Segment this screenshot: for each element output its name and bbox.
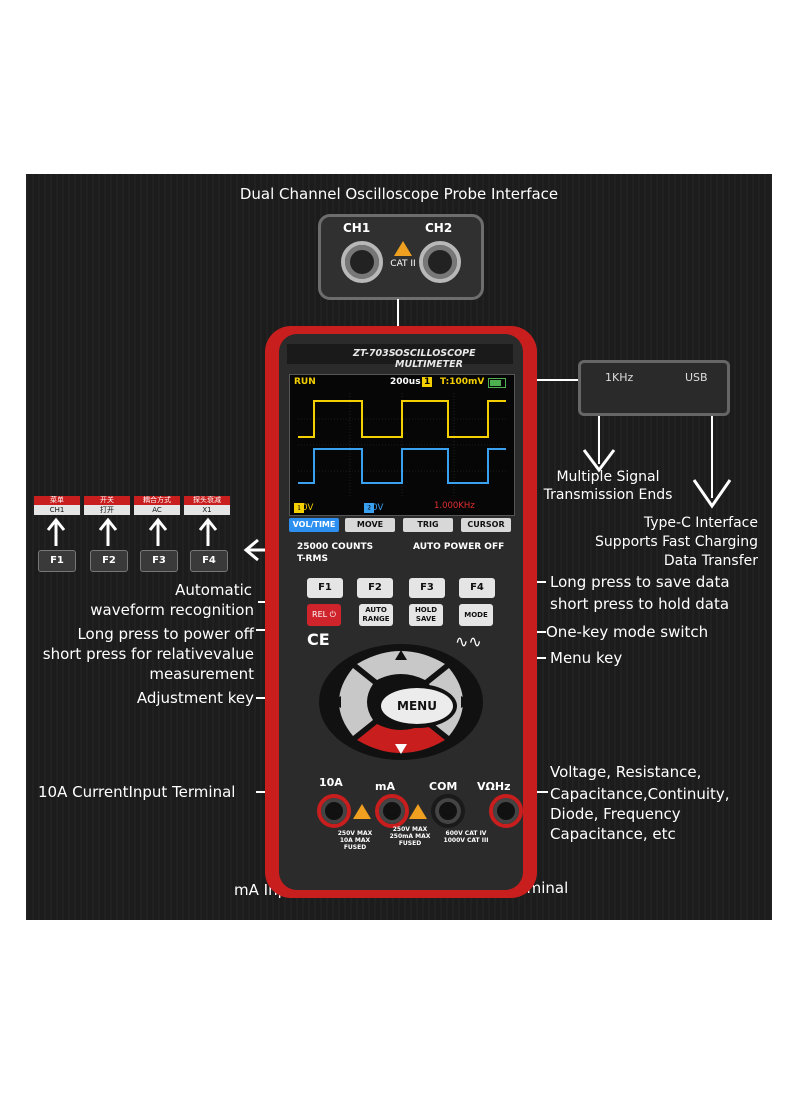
ch1-label: CH1 [343, 221, 371, 235]
trms-label: T-RMS [297, 554, 328, 564]
voltage-terminal[interactable] [489, 794, 523, 828]
model-bar: ZT-703S OSCILLOSCOPE MULTIMETER [287, 344, 513, 370]
terminal-v-label: VΩHz [477, 780, 511, 793]
down-arrow-icon [395, 744, 407, 754]
volt-label-1: Voltage, Resistance, [550, 763, 702, 781]
khz-label: 1KHz [605, 371, 634, 384]
fkey-f3-illustration: F3 [140, 550, 178, 572]
warning-icon [394, 241, 412, 256]
adjust-key-label: Adjustment key [136, 689, 254, 707]
relative-label-2: measurement [149, 665, 254, 683]
cat-rating: 600V CAT IV 1000V CAT III [443, 830, 489, 844]
right-arrow-icon [461, 696, 471, 708]
current-input-label: 10A CurrentInput Terminal [38, 783, 236, 801]
up-arrow-icon [395, 650, 407, 660]
auto-label-1: Automatic [175, 581, 252, 599]
usb-port-panel: 1KHz USB [578, 360, 730, 416]
volt-label-3: Diode, Frequency [550, 805, 681, 823]
left-key [339, 668, 373, 736]
typec-label-3: Data Transfer [663, 553, 758, 569]
fuse-rating-10a: 250V MAX 10A MAX FUSED [337, 830, 373, 851]
fkey-f4-illustration: F4 [190, 550, 228, 572]
auto-range-button[interactable]: AUTO RANGE [359, 604, 393, 626]
navigation-pad: MENU [317, 642, 485, 762]
10a-terminal[interactable] [317, 794, 351, 828]
save-label: Long press to save data [550, 573, 730, 591]
up-key [357, 651, 445, 680]
mode-button[interactable]: MODE [459, 604, 493, 626]
rel-power-button[interactable]: REL ⏻ [307, 604, 341, 626]
auto-label-2: waveform recognition [90, 601, 254, 619]
multiple-signal-label: Multiple Signal [556, 469, 660, 485]
mode-switch-label: One-key mode switch [546, 623, 709, 641]
ma-terminal[interactable] [375, 794, 409, 828]
ch2-jack [419, 241, 461, 283]
status-bar: RUN 200us 1 T:100mV [290, 375, 514, 391]
f1-button[interactable]: F1 [307, 578, 343, 598]
terminal-com-label: COM [429, 780, 458, 793]
oscilloscope-multimeter: ZT-703S OSCILLOSCOPE MULTIMETER RUN 200u… [265, 326, 537, 898]
usb-label: USB [685, 371, 708, 384]
volt-label-4: Capacitance, etc [550, 825, 676, 843]
f3-button[interactable]: F3 [409, 578, 445, 598]
typec-label-2: Supports Fast Charging [595, 534, 758, 550]
f2-button[interactable]: F2 [357, 578, 393, 598]
soft-menu: VOL/TIME MOVE TRIG CURSOR [289, 518, 513, 534]
frequency-readout: 1.000KHz [434, 501, 475, 511]
menu-trig[interactable]: TRIG [403, 518, 453, 532]
menu-vol-time[interactable]: VOL/TIME [289, 518, 339, 532]
fkey-f2-illustration: F2 [90, 550, 128, 572]
product-diagram: Dual Channel Oscilloscope Probe Interfac… [26, 174, 772, 920]
fkey-f1-illustration: F1 [38, 550, 76, 572]
down-key [357, 724, 445, 753]
ch2-waveform [298, 448, 506, 484]
hold-label: short press to hold data [550, 595, 730, 613]
left-arrow-icon [331, 696, 341, 708]
ch1-jack [341, 241, 383, 283]
waveform-plot [298, 393, 506, 497]
battery-icon [488, 378, 506, 388]
ch1-waveform [298, 400, 506, 438]
waveform-symbol-icon: ∿∿ [455, 632, 482, 651]
terminal-10a-label: 10A [319, 776, 343, 789]
probe-interface-box: CH1 CH2 CAT II [318, 214, 484, 300]
timebase-readout: 200us [390, 377, 421, 387]
menu-cursor[interactable]: CURSOR [461, 518, 511, 532]
trigger-readout: T:100mV [440, 377, 485, 387]
transmission-ends-label: Transmission Ends [543, 487, 673, 503]
cat-rating-label: CAT II [390, 259, 416, 269]
com-terminal[interactable] [431, 794, 465, 828]
channel-badge: 1 [422, 377, 433, 387]
warning-icon [353, 804, 371, 819]
probe-interface-label: Dual Channel Oscilloscope Probe Interfac… [239, 185, 559, 203]
fuse-rating-ma: 250V MAX 250mA MAX FUSED [389, 826, 431, 847]
warning-icon [409, 804, 427, 819]
f4-button[interactable]: F4 [459, 578, 495, 598]
ce-mark: CE [307, 630, 330, 649]
model-number: ZT-703S [353, 348, 396, 359]
ch2-label: CH2 [425, 221, 453, 235]
power-off-label: Long press to power off [77, 625, 254, 643]
relative-label-1: short press for relativevalue [42, 645, 254, 663]
run-indicator: RUN [294, 377, 316, 387]
menu-button[interactable]: MENU [377, 684, 457, 728]
hold-save-button[interactable]: HOLD SAVE [409, 604, 443, 626]
typec-label-1: Type-C Interface [643, 515, 758, 531]
auto-power-label: AUTO POWER OFF [413, 542, 505, 552]
function-strip-f2: 开关打开 [84, 496, 130, 516]
terminal-ma-label: mA [375, 780, 395, 793]
menu-key-label: Menu key [550, 649, 623, 667]
counts-label: 25000 COUNTS [297, 542, 374, 552]
menu-move[interactable]: MOVE [345, 518, 395, 532]
device-title: OSCILLOSCOPE MULTIMETER [395, 348, 476, 370]
volt-label-2: Capacitance,Continuity, [550, 785, 730, 803]
